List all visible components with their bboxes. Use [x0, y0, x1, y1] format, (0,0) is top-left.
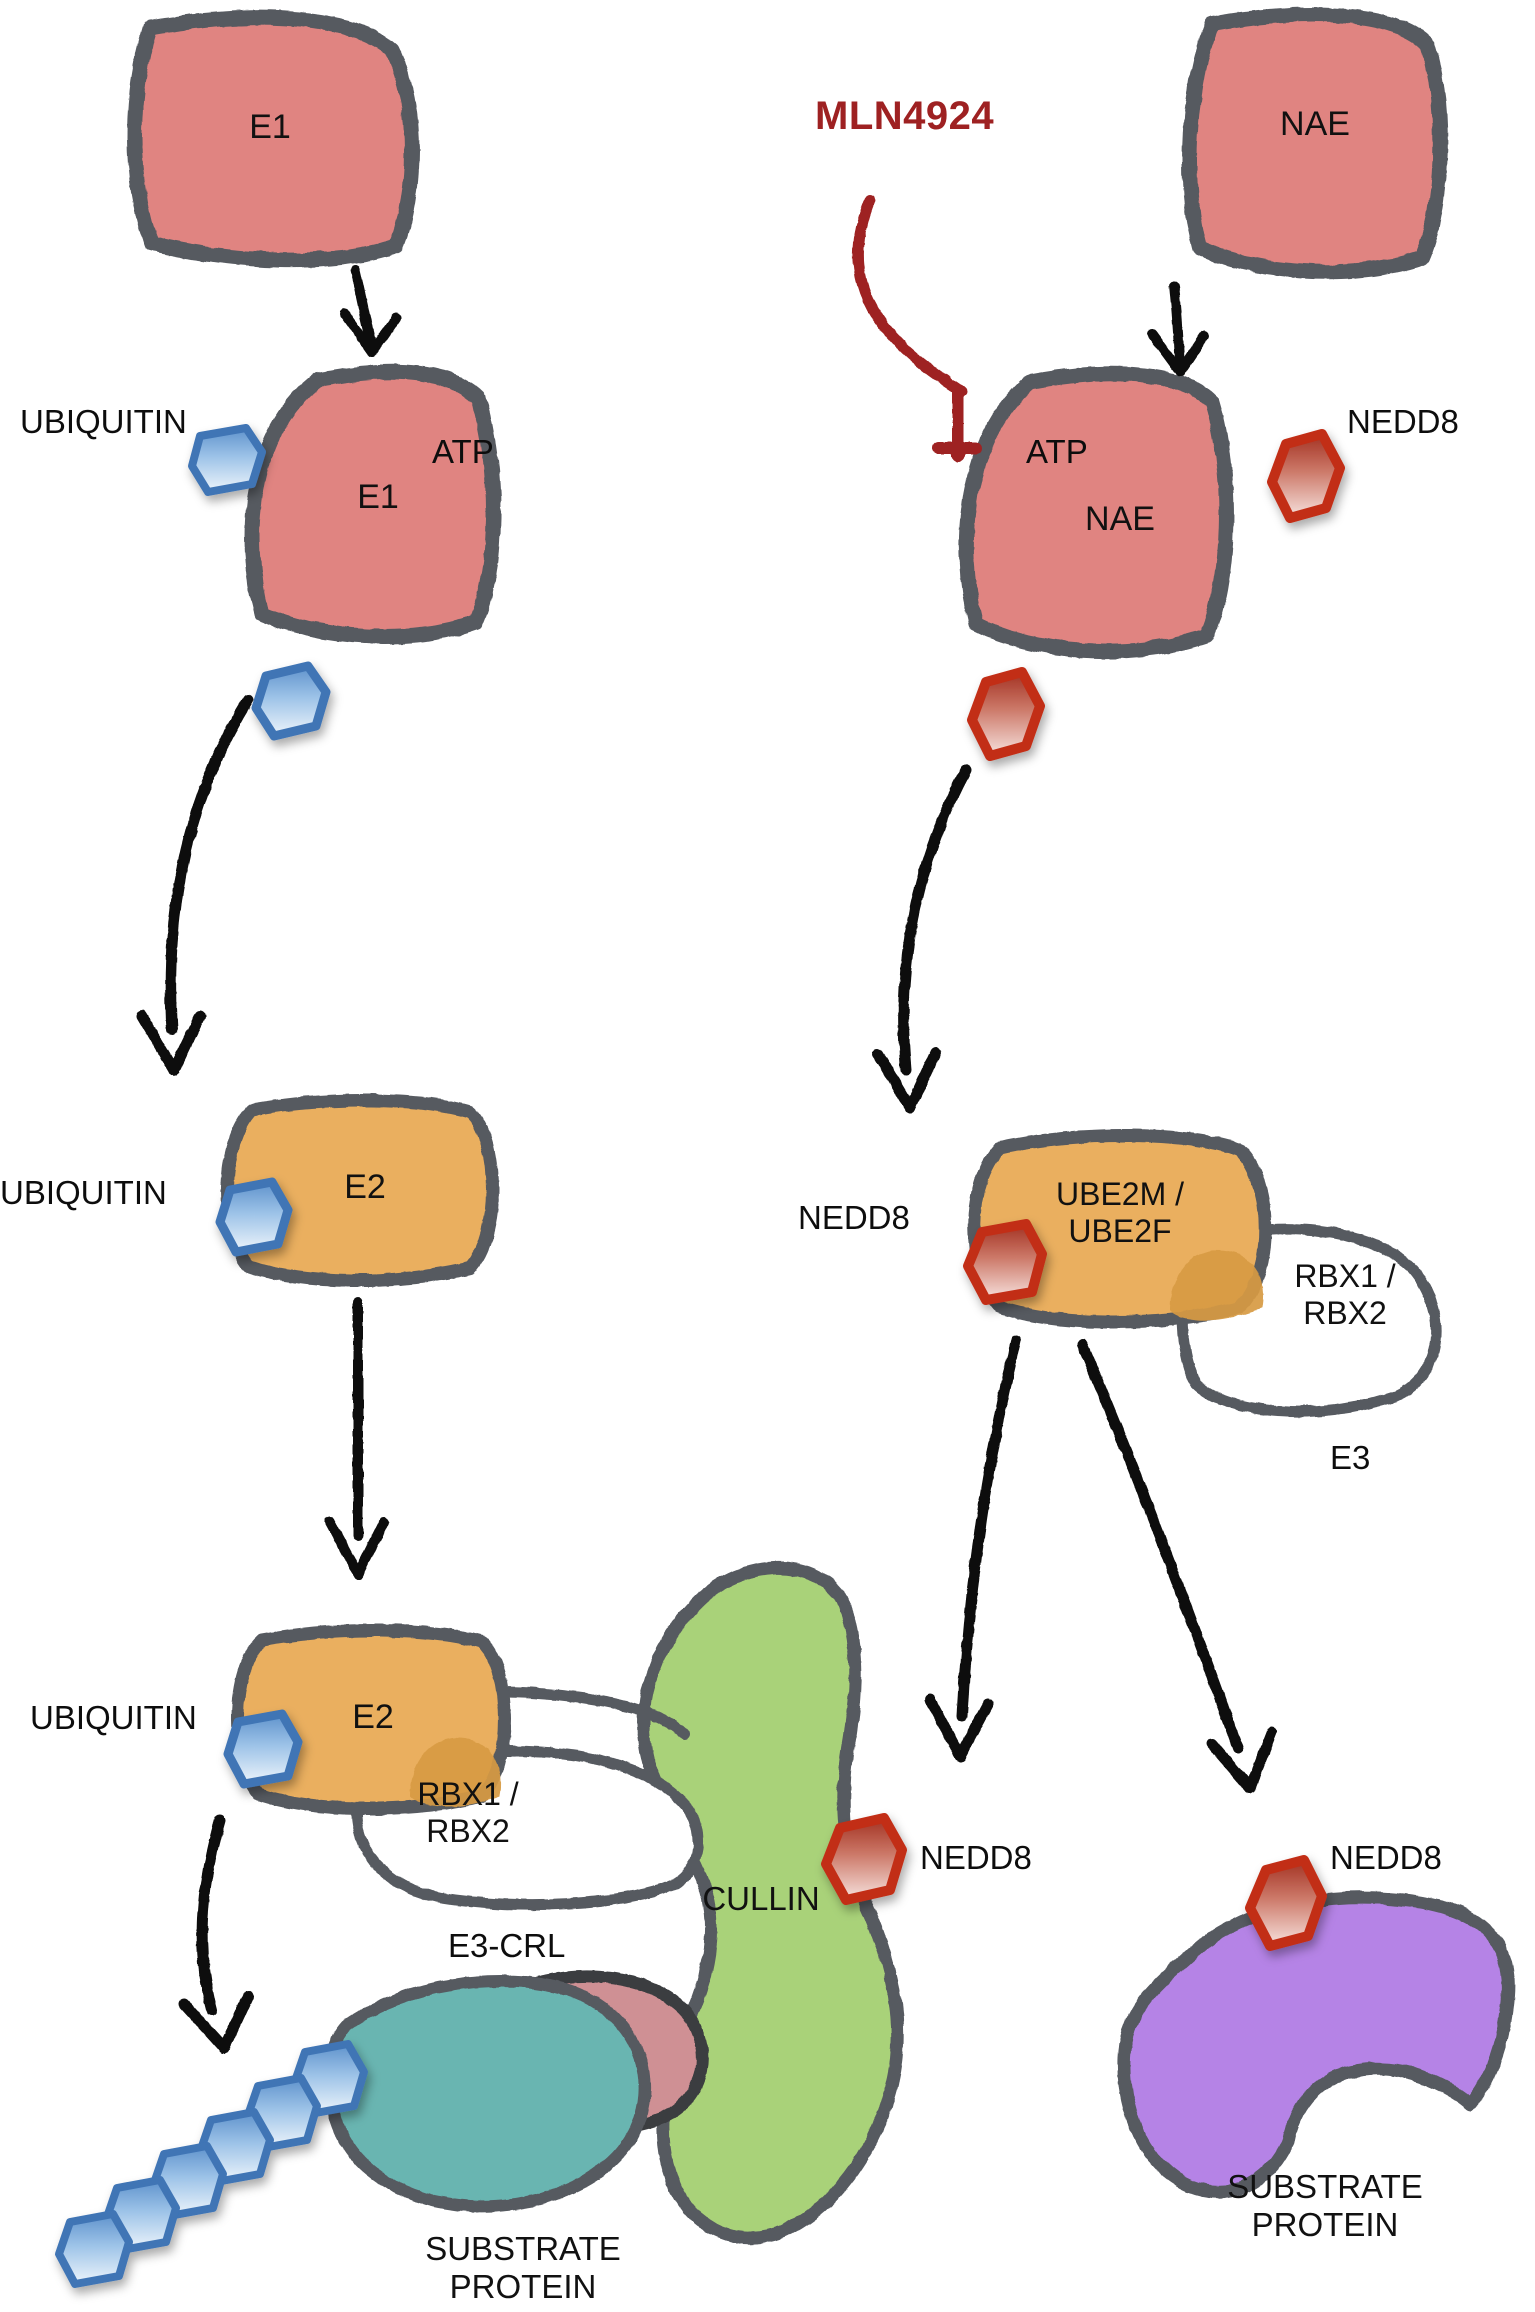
arrow-ube2-to-cullin: [924, 1334, 1022, 1762]
arrow-e2-to-e2crl: [325, 1297, 389, 1579]
ubiquitin-badge-e2-mid: [215, 1177, 293, 1257]
nae-loaded-shape: [958, 366, 1234, 659]
atp-label-right: ATP: [1026, 433, 1088, 470]
arrow-e1-to-e2: [136, 694, 254, 1076]
atp-label-left: ATP: [432, 433, 494, 470]
polyubiquitin-chain: [55, 2040, 368, 2288]
nedd8-label-3: NEDD8: [920, 1839, 1032, 1876]
ube2m-ube2f-label: UBE2M / UBE2F: [1055, 1176, 1185, 1249]
substrate-purple-shape: [1117, 1891, 1515, 2199]
e1-loaded-label: E1: [357, 478, 399, 516]
nae-top-shape: [1182, 7, 1448, 280]
arrow-nae-to-ube2: [872, 764, 972, 1114]
nedd8-badge-substrate: [1245, 1855, 1327, 1951]
nedd8-badge-nae: [967, 667, 1045, 761]
e1-top-label: E1: [249, 108, 291, 146]
nedd8-label-2: NEDD8: [798, 1199, 910, 1236]
e3-label: E3: [1330, 1439, 1371, 1476]
nedd8-label-1: NEDD8: [1347, 403, 1459, 440]
ubiquitin-badge-free: [188, 424, 266, 496]
rbx-bottom-label: RBX1 / RBX2: [417, 1776, 519, 1849]
nedd8-label-4: NEDD8: [1330, 1839, 1442, 1876]
nae-loaded-label: NAE: [1085, 500, 1155, 538]
e1-loaded-shape: [244, 364, 501, 644]
ube2m-ube2f-shape: [967, 1129, 1272, 1329]
nedd8-badge-ube2: [963, 1219, 1047, 1305]
nedd8-badge-cullin: [821, 1813, 907, 1905]
ubiquitin-label-1: UBIQUITIN: [20, 403, 187, 440]
mln4924-inhibitor-arrow: [852, 194, 982, 462]
nae-top-label: NAE: [1280, 105, 1350, 143]
ubiquitin-badge-e2-bottom: [223, 1709, 303, 1789]
ubiquitin-label-3: UBIQUITIN: [30, 1699, 197, 1736]
arrow-ube2-to-substrate: [1076, 1338, 1278, 1794]
nedd8-badge-free: [1267, 429, 1345, 523]
ubiquitin-label-2: UBIQUITIN: [0, 1174, 167, 1211]
arrow-e2-to-substrate: [178, 1814, 254, 2054]
e2-mid-label: E2: [344, 1168, 386, 1206]
cullin-label: CULLIN: [702, 1880, 820, 1917]
mln4924-label: MLN4924: [815, 94, 995, 138]
e3-crl-label: E3-CRL: [448, 1927, 566, 1964]
e1-top-shape: [127, 10, 420, 268]
arrow-e1-to-loaded: [340, 265, 401, 357]
substrate-right-label: SUBSTRATE PROTEIN: [1227, 2168, 1423, 2243]
e2-bottom-shape: [231, 1623, 511, 1815]
arrow-nae-to-loaded: [1147, 281, 1209, 377]
e2-bottom-label: E2: [352, 1698, 394, 1736]
rbx-right-label: RBX1 / RBX2: [1294, 1258, 1396, 1331]
substrate-teal-body: [323, 1975, 651, 2213]
substrate-left-label: SUBSTRATE PROTEIN: [425, 2230, 621, 2305]
ubiquitin-badge-e1: [251, 661, 331, 741]
